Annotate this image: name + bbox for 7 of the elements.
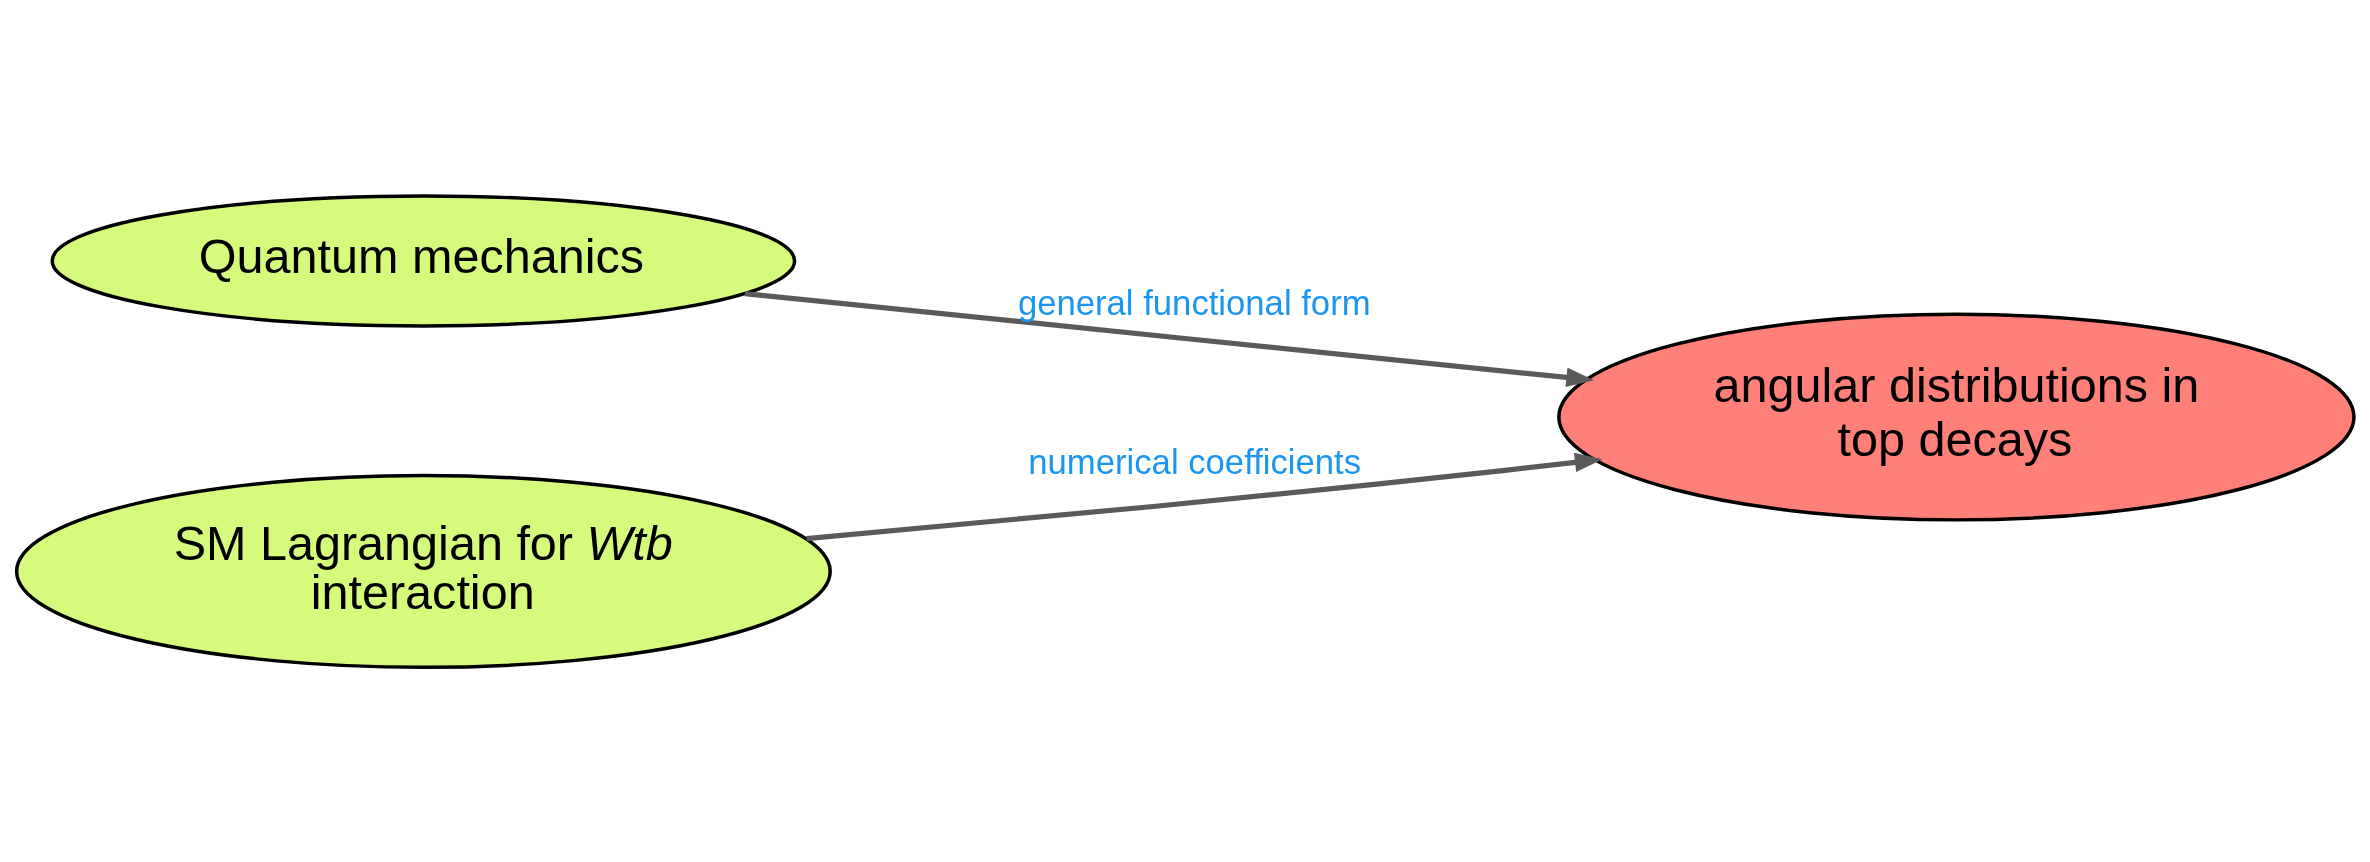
node-ellipse: Quantum mechanics	[50, 193, 797, 328]
arrow	[806, 452, 1603, 541]
node-ellipse: angular distributions in top decays	[1557, 311, 2356, 522]
arrow	[744, 290, 1595, 387]
node-ellipse: SM Lagrangian for Wtb interaction	[14, 473, 832, 669]
edge-label: numerical coefficients	[1028, 442, 1362, 481]
edge-label: general functional form	[1017, 283, 1371, 322]
